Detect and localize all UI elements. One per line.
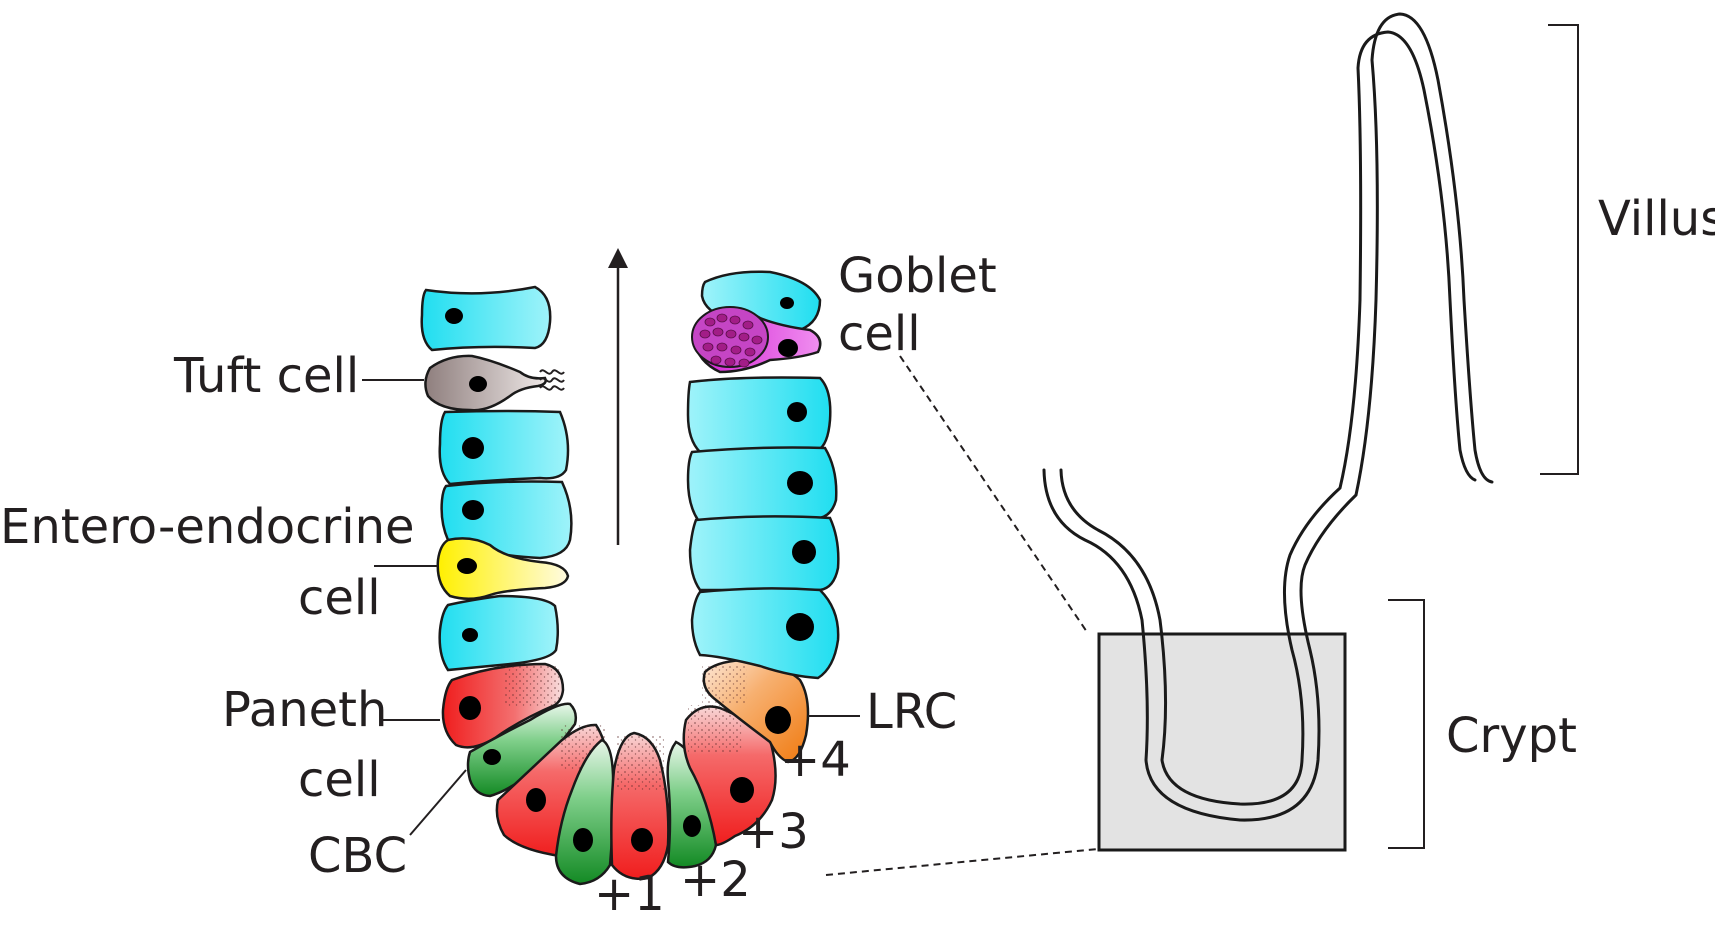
cyan-cell-top-left <box>420 285 552 352</box>
cyan-cell-left-1 <box>438 409 570 486</box>
cyan-cell-left-3 <box>438 594 559 672</box>
label-paneth-cell: cell <box>298 752 381 808</box>
crypt-bracket <box>1388 599 1425 849</box>
label-crypt: Crypt <box>1446 708 1577 764</box>
villus-outline <box>1042 12 1494 822</box>
label-paneth: Paneth <box>222 682 387 738</box>
crypt-base-cells <box>441 658 810 886</box>
right-cell-column <box>686 270 840 680</box>
label-goblet: Goblet <box>838 248 997 304</box>
goblet-granules <box>699 313 763 368</box>
left-cell-column <box>420 285 573 672</box>
cyan-cell-right-1 <box>686 376 832 454</box>
tuft-microvilli <box>539 369 565 391</box>
label-lrc: LRC <box>866 684 957 740</box>
label-enteroendocrine: Entero-endocrine <box>0 499 415 555</box>
label-pos-plus1: +1 <box>594 866 665 922</box>
label-tuft-cell: Tuft cell <box>173 348 359 404</box>
cyan-cell-right-4 <box>690 587 840 680</box>
villus-bracket <box>1540 24 1579 475</box>
label-pos-plus2: +2 <box>680 852 751 908</box>
label-goblet-cell: cell <box>838 306 921 362</box>
label-pos-plus3: +3 <box>738 804 809 860</box>
label-pos-plus4: +4 <box>780 732 851 788</box>
cyan-cell-right-2 <box>686 446 838 522</box>
enteroendocrine-cell <box>436 537 570 600</box>
label-cbc: CBC <box>308 828 407 884</box>
label-enteroendocrine-cell: cell <box>298 570 381 626</box>
label-villus: Villus <box>1598 191 1715 247</box>
leader-lines <box>362 355 1099 876</box>
cyan-cell-right-3 <box>688 515 840 592</box>
